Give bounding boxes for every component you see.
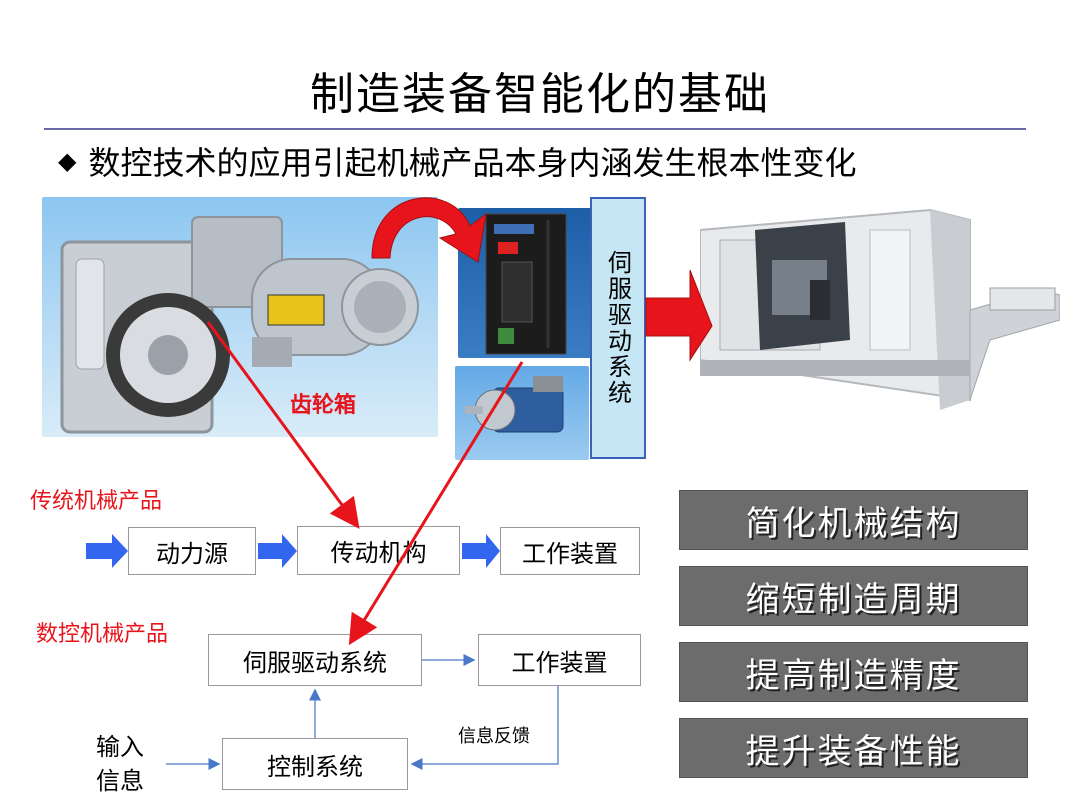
title-divider — [44, 128, 1026, 130]
blue-arrow-transmission-to-work — [462, 534, 500, 568]
traditional-product-label: 传统机械产品 — [30, 489, 163, 514]
servo-drive-system-label-box: 伺服驱动系统 — [590, 197, 646, 459]
control-system-box: 控制系统 — [222, 738, 408, 790]
blue-arrow-input — [86, 534, 128, 568]
servo-motor-photo — [455, 366, 589, 460]
benefit-shorten-cycle: 缩短制造周期 — [679, 566, 1028, 626]
power-source-box: 动力源 — [128, 527, 256, 575]
benefit-simplify-structure: 简化机械结构 — [679, 490, 1028, 550]
servo-driver-photo — [458, 208, 592, 358]
bullet-point: ◆ 数控技术的应用引起机械产品本身内涵发生根本性变化 — [58, 138, 856, 184]
servo-drive-system-box: 伺服驱动系统 — [208, 634, 422, 686]
gearbox-label: 齿轮箱 — [290, 393, 357, 418]
benefit-improve-precision: 提高制造精度 — [679, 642, 1028, 702]
page-title: 制造装备智能化的基础 — [310, 69, 770, 120]
input-information-label: 输入信息 — [96, 733, 144, 795]
bullet-text: 数控技术的应用引起机械产品本身内涵发生根本性变化 — [88, 144, 857, 182]
benefit-enhance-performance: 提升装备性能 — [679, 718, 1028, 778]
diamond-bullet-icon: ◆ — [58, 147, 77, 175]
gearbox-motor-photo — [42, 197, 438, 437]
working-device-box: 工作装置 — [500, 527, 640, 575]
servo-drive-system-label: 伺服驱动系统 — [603, 250, 632, 406]
cnc-working-device-box: 工作装置 — [478, 634, 641, 686]
cnc-machine-photo — [699, 200, 1061, 430]
cnc-product-label: 数控机械产品 — [36, 622, 169, 647]
information-feedback-label: 信息反馈 — [458, 726, 530, 747]
blue-arrow-power-to-transmission — [258, 534, 297, 568]
transmission-mechanism-box: 传动机构 — [297, 526, 460, 575]
